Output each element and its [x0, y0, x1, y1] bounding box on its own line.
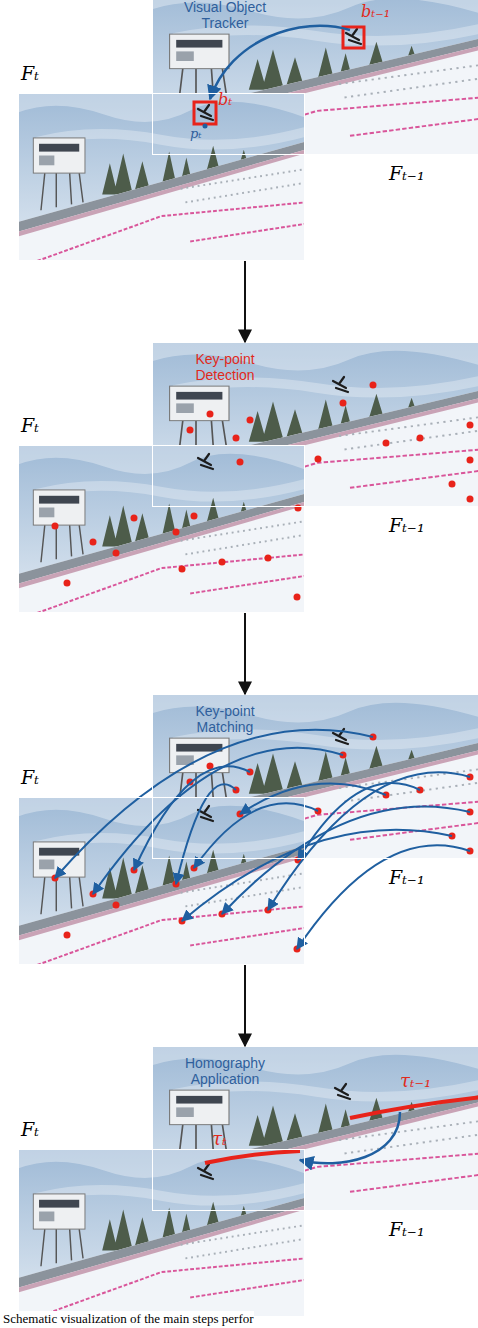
step-title: Key-point Detection — [175, 351, 275, 383]
step-title: Homography Application — [175, 1055, 275, 1087]
figure-caption: Schematic visualization of the main step… — [3, 1311, 254, 1327]
current-frame: Fₜ — [18, 1149, 305, 1317]
flow-arrow — [244, 613, 246, 694]
frame-label: Fₜ — [21, 415, 39, 437]
current-frame: Fₜ — [18, 445, 305, 613]
symbol-label: τₜ₋₁ — [400, 1070, 431, 1091]
flow-arrow — [244, 261, 246, 342]
frame-label: Fₜ₋₁ — [389, 515, 425, 537]
current-frame: Fₜ — [18, 797, 305, 965]
frame-label: Fₜ — [21, 63, 39, 85]
current-frame: Fₜ — [18, 93, 305, 261]
frame-label: Fₜ — [21, 767, 39, 789]
frame-label: Fₜ — [21, 1119, 39, 1141]
previous-frame: Key-point DetectionFₜ₋₁ — [152, 342, 478, 507]
symbol-label: τₜ — [212, 1128, 226, 1149]
frame-label: Fₜ₋₁ — [389, 867, 425, 889]
previous-frame: Key-point MatchingFₜ₋₁ — [152, 694, 478, 859]
flow-arrow — [244, 965, 246, 1046]
step-title: Visual Object Tracker — [175, 0, 275, 31]
step-title: Key-point Matching — [175, 703, 275, 735]
frame-label: Fₜ₋₁ — [389, 163, 425, 185]
symbol-label: pₜ — [190, 126, 202, 141]
frame-label: Fₜ₋₁ — [389, 1219, 425, 1241]
symbol-label: bₜ₋₁ — [361, 2, 390, 21]
symbol-label: bₜ — [218, 90, 232, 109]
